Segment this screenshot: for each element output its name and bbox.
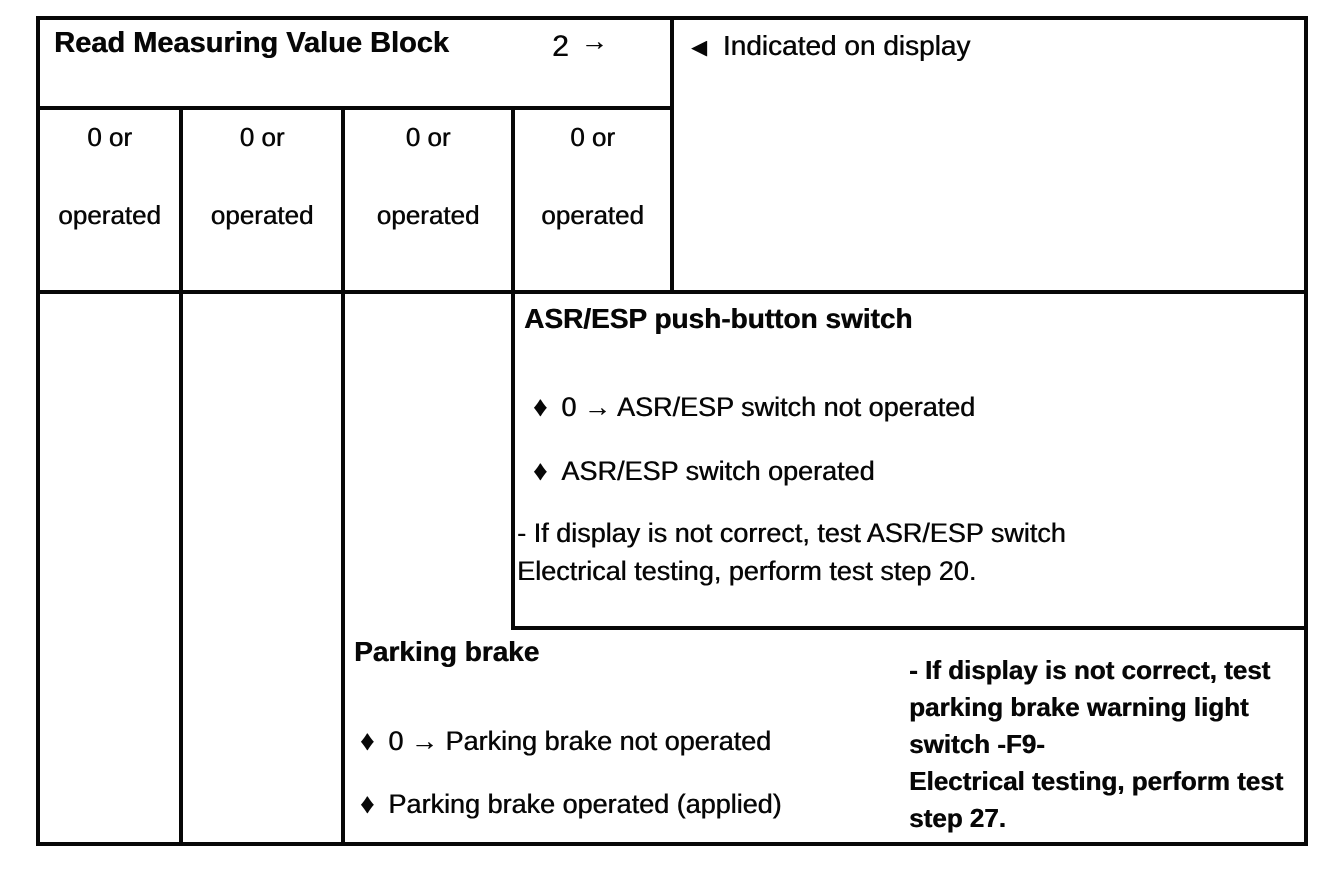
parking-bullet-1: ♦ 0 → Parking brake not operated bbox=[360, 726, 771, 757]
parking-note-line: switch -F9- bbox=[909, 729, 1045, 759]
diamond-bullet-icon: ♦ bbox=[533, 454, 548, 486]
parking-bullet-text: 0 → Parking brake not operated bbox=[388, 726, 772, 756]
parking-note-block: - If display is not correct, test parkin… bbox=[909, 652, 1283, 837]
block-number: 2 bbox=[552, 30, 569, 63]
value-cell-value: 0 or bbox=[570, 122, 615, 152]
grid-line-column-3 bbox=[511, 110, 515, 630]
value-cell-state: operated bbox=[541, 200, 644, 230]
display-indicator: ◄ Indicated on display bbox=[686, 30, 970, 62]
asr-bullet-1: ♦ 0 → ASR/ESP switch not operated bbox=[533, 392, 975, 423]
grid-line-column-1 bbox=[179, 110, 183, 842]
grid-line-valuerow-bottom bbox=[40, 290, 1304, 294]
parking-note-line: - If display is not correct, test bbox=[909, 655, 1271, 685]
value-cell-state: operated bbox=[376, 200, 480, 230]
value-cell-2: 0 or operated bbox=[183, 122, 341, 252]
grid-line-asr-box-bottom bbox=[511, 626, 1304, 630]
right-arrow-icon: → bbox=[580, 26, 608, 56]
asr-note-line-1: - If display is not correct, test ASR/ES… bbox=[517, 518, 1066, 548]
asr-bullet-text: 0 → ASR/ESP switch not operated bbox=[561, 392, 976, 422]
parking-note-line: parking brake warning light bbox=[909, 692, 1249, 722]
parking-bullet-2: ♦ Parking brake operated (applied) bbox=[360, 789, 782, 820]
grid-line-column-2 bbox=[341, 110, 345, 842]
asr-bullet-text: ASR/ESP switch operated bbox=[561, 456, 875, 486]
asr-section-title: ASR/ESP push-button switch bbox=[524, 303, 913, 334]
value-cell-3: 0 or operated bbox=[345, 122, 511, 252]
measuring-block-table-frame bbox=[36, 16, 1308, 846]
display-indicator-label: Indicated on display bbox=[722, 30, 971, 61]
value-cell-state: operated bbox=[210, 200, 314, 230]
parking-bullet-text: Parking brake operated (applied) bbox=[388, 789, 782, 819]
value-cell-value: 0 or bbox=[239, 122, 285, 152]
asr-bullet-2: ♦ ASR/ESP switch operated bbox=[533, 456, 874, 487]
value-cell-1: 0 or operated bbox=[40, 122, 179, 252]
grid-line-header-right bbox=[670, 20, 674, 294]
value-cell-4: 0 or operated bbox=[515, 122, 670, 252]
diamond-bullet-icon: ♦ bbox=[360, 724, 375, 756]
value-cell-value: 0 or bbox=[405, 122, 451, 152]
grid-line-header-bottom bbox=[40, 106, 672, 110]
asr-note-line-2: Electrical testing, perform test step 20… bbox=[517, 556, 977, 586]
page-title: Read Measuring Value Block bbox=[54, 27, 449, 59]
diamond-bullet-icon: ♦ bbox=[533, 390, 548, 422]
value-cell-state: operated bbox=[58, 200, 161, 230]
diamond-bullet-icon: ♦ bbox=[360, 787, 375, 819]
value-cell-value: 0 or bbox=[87, 122, 132, 152]
parking-note-line: Electrical testing, perform test bbox=[909, 766, 1284, 796]
parking-note-line: step 27. bbox=[909, 803, 1006, 833]
parking-section-title: Parking brake bbox=[354, 636, 540, 667]
left-triangle-icon: ◄ bbox=[686, 32, 712, 62]
